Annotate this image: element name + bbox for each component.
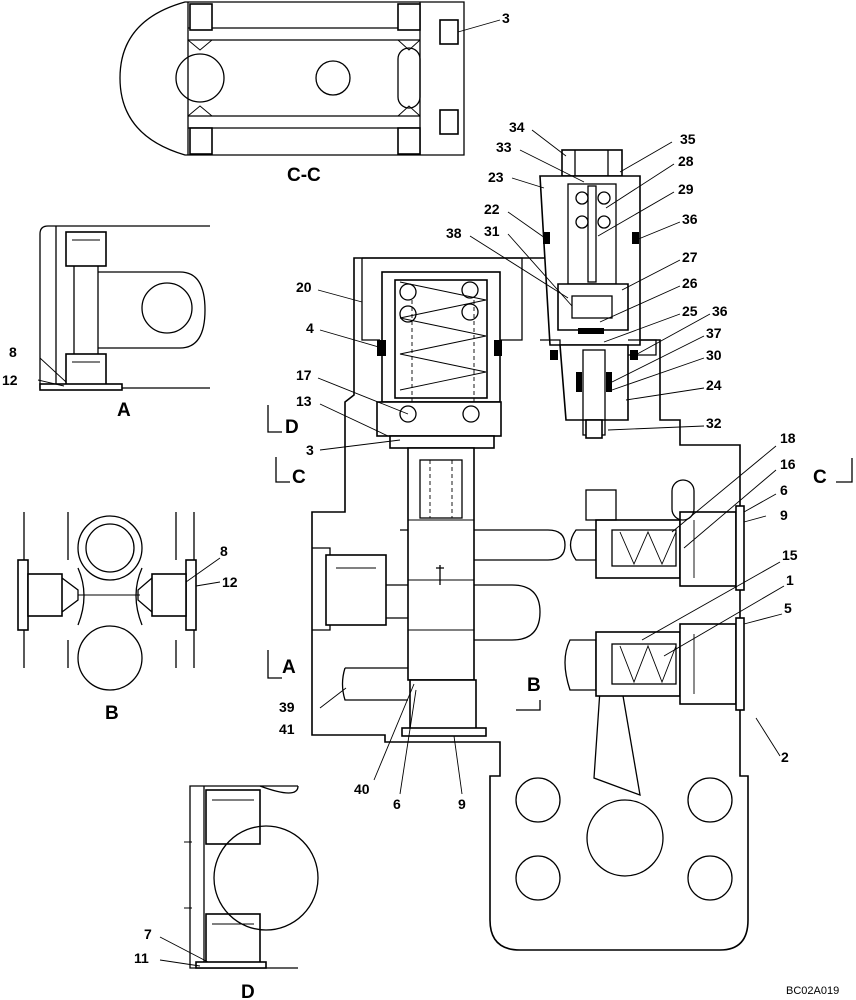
view-b-label: B — [105, 703, 119, 724]
callout-35: 35 — [680, 131, 696, 147]
marker-c-right: C — [813, 467, 827, 488]
marker-a: A — [282, 657, 296, 678]
callout-28: 28 — [678, 153, 694, 169]
callout-b-8: 8 — [220, 543, 228, 559]
callout-5: 5 — [784, 600, 792, 616]
callout-33: 33 — [496, 139, 512, 155]
view-d — [159, 785, 319, 969]
callout-13: 13 — [296, 393, 312, 409]
callout-d-11: 11 — [134, 950, 149, 966]
callout-36-a: 36 — [682, 211, 698, 227]
section-markers — [267, 405, 853, 711]
upper-right-valve — [539, 149, 657, 439]
callout-18: 18 — [780, 430, 796, 446]
drawing-code: BC02A019 — [786, 985, 839, 997]
right-plugs — [564, 479, 745, 711]
callout-41: 41 — [279, 721, 295, 737]
callout-31: 31 — [484, 223, 500, 239]
callout-23: 23 — [488, 169, 504, 185]
callout-37: 37 — [706, 325, 722, 341]
callout-9-a: 9 — [780, 507, 788, 523]
callout-6-a: 6 — [780, 482, 788, 498]
callout-16: 16 — [780, 456, 796, 472]
callout-1: 1 — [786, 572, 794, 588]
callout-4: 4 — [306, 320, 314, 336]
callout-15: 15 — [782, 547, 798, 563]
callout-d-7: 7 — [144, 926, 152, 942]
view-b — [17, 512, 221, 691]
view-a — [37, 225, 210, 391]
callout-32: 32 — [706, 415, 722, 431]
callout-34: 34 — [509, 119, 525, 135]
callout-2: 2 — [781, 749, 789, 765]
section-cc-view — [119, 1, 501, 156]
callout-cc-3: 3 — [502, 10, 510, 26]
view-a-label: A — [117, 400, 131, 421]
callout-25: 25 — [682, 303, 698, 319]
callout-24: 24 — [706, 377, 722, 393]
leader-lines — [317, 129, 785, 795]
callout-29: 29 — [678, 181, 694, 197]
callout-b-12: 12 — [222, 574, 238, 590]
callout-a-12: 12 — [2, 372, 18, 388]
callout-6-b: 6 — [393, 796, 401, 812]
callout-27: 27 — [682, 249, 698, 265]
callout-3: 3 — [306, 442, 314, 458]
callout-36-b: 36 — [712, 303, 728, 319]
callout-9-b: 9 — [458, 796, 466, 812]
marker-b: B — [527, 675, 541, 696]
marker-c-left: C — [292, 467, 306, 488]
callout-38: 38 — [446, 225, 462, 241]
callout-39: 39 — [279, 699, 295, 715]
view-d-label: D — [241, 982, 255, 1000]
marker-d: D — [285, 417, 299, 438]
left-spool-assembly — [376, 271, 502, 737]
horizontal-ports — [312, 529, 566, 701]
callout-17: 17 — [296, 367, 312, 383]
callout-40: 40 — [354, 781, 370, 797]
callout-30: 30 — [706, 347, 722, 363]
section-cc-label: C-C — [287, 165, 321, 186]
callout-a-8: 8 — [9, 344, 17, 360]
callout-26: 26 — [682, 275, 698, 291]
callout-22: 22 — [484, 201, 500, 217]
callout-20: 20 — [296, 279, 312, 295]
